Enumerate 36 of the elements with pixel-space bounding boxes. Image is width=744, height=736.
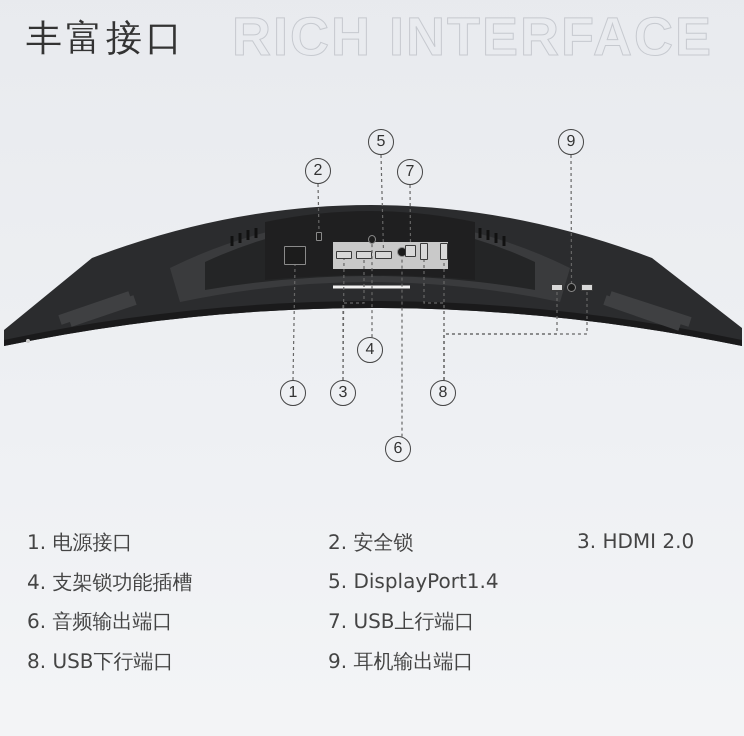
port-list-item: 1. 电源接口 xyxy=(27,529,132,556)
usb-port xyxy=(420,243,428,260)
displayport-port xyxy=(375,251,392,259)
hdmi-port xyxy=(336,251,352,259)
callout-number: 8 xyxy=(430,380,456,406)
callout-number: 1 xyxy=(280,380,306,406)
leader-line xyxy=(443,291,588,380)
port-list-item: 4. 支架锁功能插槽 xyxy=(27,569,192,596)
title: 丰富接口 xyxy=(26,17,186,61)
port-list-item: 9. 耳机输出端口 xyxy=(328,648,474,675)
callout-number: 6 xyxy=(385,436,411,462)
callout-number: 7 xyxy=(397,159,423,185)
usb-port xyxy=(581,284,593,291)
usb-port xyxy=(551,284,563,291)
callout-number: 5 xyxy=(368,129,394,155)
security-lock-slot xyxy=(316,232,322,241)
usb-upstream-port xyxy=(405,245,416,257)
callout-number: 3 xyxy=(330,380,356,406)
callout-number: 4 xyxy=(357,337,383,363)
leader-line xyxy=(371,244,373,338)
port-list-item: 5. DisplayPort1.4 xyxy=(328,569,499,593)
callout-number: 2 xyxy=(305,158,331,184)
port-list-item: 8. USB下行端口 xyxy=(27,648,174,675)
port-list-item: 3. HDMI 2.0 xyxy=(577,529,694,553)
hdmi-port xyxy=(356,251,372,259)
leader-line xyxy=(342,259,365,380)
leader-line xyxy=(570,155,572,283)
port-list-item: 2. 安全锁 xyxy=(328,529,414,556)
leader-line xyxy=(401,257,403,437)
leader-line xyxy=(409,185,412,245)
power-port xyxy=(284,246,306,265)
leader-line xyxy=(292,264,296,380)
callout-number: 9 xyxy=(558,129,584,155)
port-list-item: 7. USB上行端口 xyxy=(328,608,474,635)
usb-port xyxy=(440,243,448,260)
port-list-item: 6. 音频输出端口 xyxy=(27,608,172,635)
